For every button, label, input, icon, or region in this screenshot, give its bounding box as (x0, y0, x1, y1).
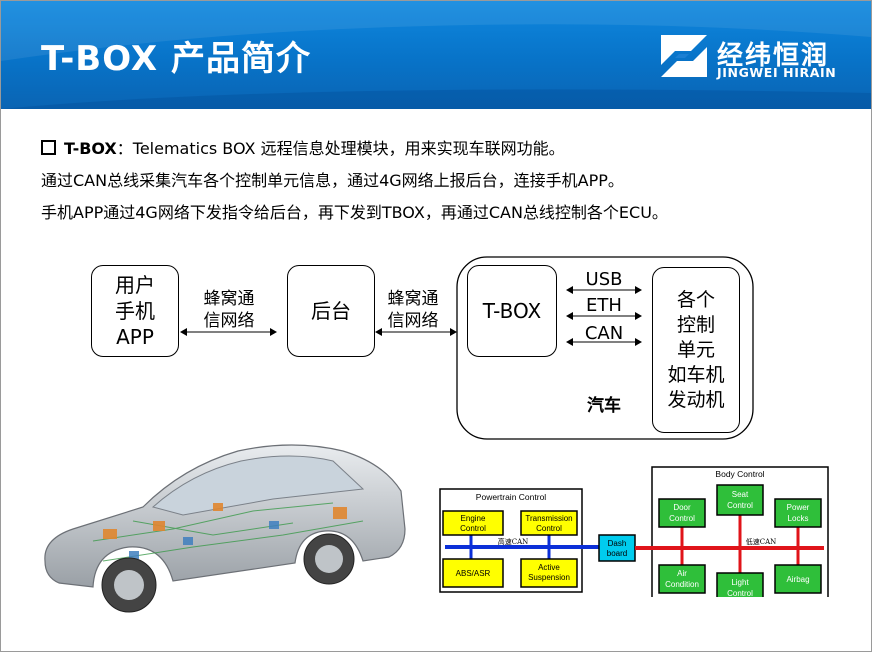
bus-label-usb: USB (585, 269, 623, 290)
ecu-line-2: 控制 (676, 313, 715, 336)
mobile-app-line-2: 手机 (115, 299, 155, 323)
ecu-line-3: 单元 (676, 338, 715, 361)
airbag-label: Airbag (786, 575, 809, 584)
transmission-label-1: Transmission (525, 514, 572, 523)
backend-label: 后台 (311, 299, 351, 323)
power-locks-label-1: Power (787, 503, 810, 512)
cellular-link-1-line-1: 蜂窝通 (203, 289, 255, 309)
ecu-box: 各个 控制 单元 如车机 发动机 (652, 267, 740, 433)
light-label-1: Light (731, 578, 749, 587)
powertrain-title: Powertrain Control (476, 492, 547, 502)
intro-line-1-text: ：Telematics BOX 远程信息处理模块，用来实现车联网功能。 (116, 139, 565, 158)
seat-label-1: Seat (732, 490, 749, 499)
tbox-label: T-BOX (482, 299, 542, 323)
door-label-1: Door (673, 503, 691, 512)
bullet-square-icon (41, 140, 56, 155)
airbag-node (774, 564, 822, 594)
transmission-control-node (520, 510, 578, 536)
power-locks-label-2: Locks (788, 514, 809, 523)
can-network-diagram: Powertrain Control Body Control 高速CAN En… (439, 466, 829, 597)
suspension-label-1: Active (538, 563, 560, 572)
dashboard-label-1: Dash (608, 539, 627, 548)
architecture-arrows (180, 256, 754, 440)
mobile-app-line-3: APP (116, 325, 154, 349)
high-speed-can-label: 高速CAN (498, 537, 529, 546)
logo-english-name: JINGWEI HIRAIN (717, 65, 837, 80)
abs-label: ABS/ASR (456, 569, 491, 578)
car-label: 汽车 (587, 396, 621, 416)
cellular-link-1-label: 蜂窝通 信网络 (193, 288, 265, 332)
intro-line-3: 手机APP通过4G网络下发指令给后台，再下发到TBOX，再通过CAN总线控制各个… (41, 203, 668, 222)
door-control-node (658, 498, 706, 528)
intro-line-1: T-BOX：Telematics BOX 远程信息处理模块，用来实现车联网功能。 (41, 135, 565, 159)
header-banner: T-BOX 产品简介 经纬恒润 JINGWEI HIRAIN (1, 1, 871, 109)
transmission-label-2: Control (536, 524, 562, 533)
intro-line-2: 通过CAN总线采集汽车各个控制单元信息，通过4G网络上报后台，连接手机APP。 (41, 171, 624, 190)
suspension-label-2: Suspension (528, 573, 570, 582)
mobile-app-line-1: 用户 (115, 273, 155, 297)
term-tbox: T-BOX (64, 139, 117, 158)
engine-label-2: Control (460, 524, 486, 533)
door-label-2: Control (669, 514, 695, 523)
engine-label-1: Engine (461, 514, 486, 523)
seat-label-2: Control (727, 501, 753, 510)
seat-control-node (716, 484, 764, 516)
low-speed-can-label: 低速CAN (746, 537, 777, 546)
engine-control-node (442, 510, 504, 536)
cellular-link-1-line-2: 信网络 (203, 311, 255, 331)
logo-chinese-name: 经纬恒润 (717, 41, 830, 71)
body-title: Body Control (715, 469, 764, 479)
page-title: T-BOX 产品简介 (41, 39, 311, 79)
ecu-line-1: 各个 (676, 288, 715, 311)
bus-label-can: CAN (584, 323, 624, 344)
ecu-line-5: 发动机 (667, 388, 725, 411)
air-condition-node (658, 564, 706, 594)
air-label-1: Air (677, 569, 687, 578)
backend-box: 后台 (287, 265, 375, 357)
cellular-link-2-line-1: 蜂窝通 (387, 289, 439, 309)
bus-label-eth: ETH (586, 295, 622, 316)
company-logo-icon (661, 35, 707, 77)
ecu-line-4: 如车机 (667, 363, 725, 386)
power-locks-node (774, 498, 822, 528)
cellular-link-2-line-2: 信网络 (387, 311, 439, 331)
dashboard-label-2: board (607, 549, 627, 558)
car-xray-illustration (44, 444, 406, 613)
tbox-box: T-BOX (467, 265, 557, 357)
active-suspension-node (520, 558, 578, 588)
cellular-link-2-label: 蜂窝通 信网络 (377, 288, 449, 332)
mobile-app-box: 用户 手机 APP (91, 265, 179, 357)
header-sheen (1, 1, 871, 109)
light-control-node (716, 572, 764, 597)
car-boundary (456, 256, 754, 440)
air-label-2: Condition (665, 580, 699, 589)
light-label-2: Control (727, 589, 753, 597)
abs-asr-node (442, 558, 504, 588)
